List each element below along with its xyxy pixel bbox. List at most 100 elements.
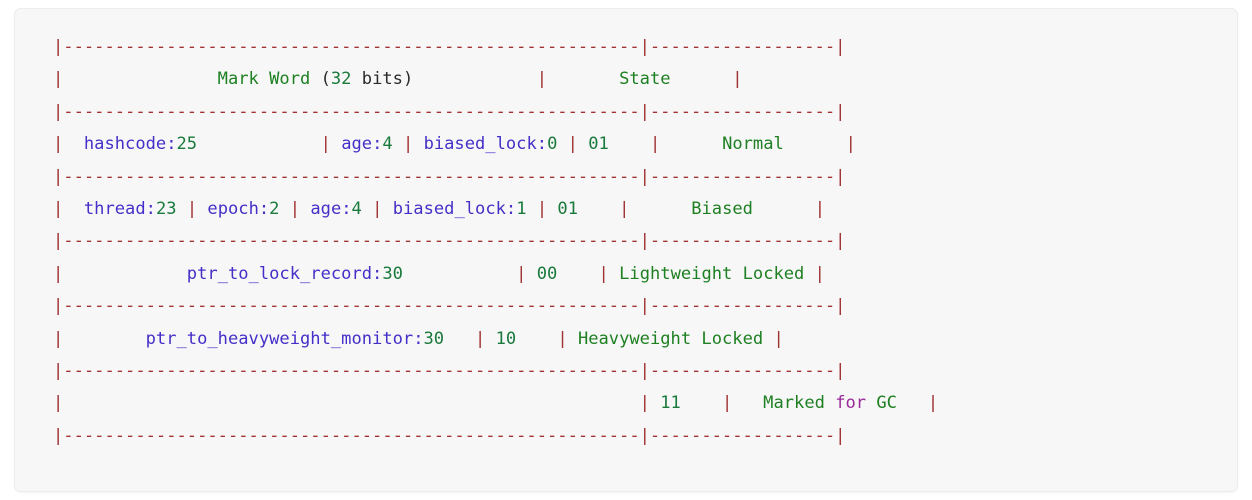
code-token-plain: [557, 264, 598, 284]
code-token-punct: |: [536, 69, 548, 90]
code-token-plain: [63, 69, 217, 89]
code-token-num: 10: [495, 328, 517, 349]
code-token-plain: [362, 199, 372, 219]
code-token-str: Mark Word: [217, 69, 311, 90]
code-token-plain: [382, 199, 392, 219]
code-token-punct: |---------------------------------------…: [53, 101, 846, 122]
code-token-plain: [526, 264, 536, 284]
code-token-punct: |---------------------------------------…: [53, 37, 846, 57]
code-block-content[interactable]: |---------------------------------------…: [15, 9, 1237, 474]
code-token-plain: [197, 134, 321, 154]
code-line-rule-3: |---------------------------------------…: [53, 225, 1237, 257]
code-token-num: 01: [588, 134, 609, 155]
code-token-punct: |: [53, 393, 64, 414]
code-token-plain: [557, 134, 567, 154]
code-token-punct: |---------------------------------------…: [53, 296, 846, 317]
code-token-ident: epoch:: [207, 198, 270, 219]
code-token-plain: [197, 199, 207, 219]
code-token-num: 32: [330, 69, 352, 90]
code-token-plain: [279, 199, 289, 219]
code-token-ident: age:: [310, 198, 352, 219]
code-token-punct: |: [53, 263, 64, 284]
code-token-plain: [650, 393, 660, 413]
code-token-punct: |: [402, 134, 414, 155]
code-token-punct: |: [53, 198, 64, 219]
code-token-plain: [63, 199, 84, 219]
code-token-str: Normal: [722, 134, 784, 155]
code-token-ident: biased_lock:: [392, 198, 517, 219]
code-line-row-heavyweight: | ptr_to_heavyweight_monitor:30 | 10 | H…: [53, 323, 1237, 355]
code-token-punct: |: [536, 198, 548, 219]
code-token-plain: [393, 134, 403, 154]
code-token-punct: |: [927, 393, 939, 414]
code-token-plain: [331, 134, 341, 154]
code-token-punct: |: [372, 198, 383, 219]
code-token-punct: |: [557, 328, 568, 349]
code-token-plain: bits): [351, 69, 414, 90]
code-token-punct: |: [53, 134, 64, 155]
code-token-punct: |---------------------------------------…: [53, 231, 846, 252]
code-token-plain: [444, 329, 475, 349]
code-token-num: 00: [536, 263, 558, 284]
code-token-punct: |: [773, 328, 784, 349]
code-token-plain: [547, 199, 557, 219]
code-token-punct: |: [289, 198, 301, 219]
code-token-plain: [753, 199, 815, 219]
code-token-num: 30: [382, 263, 403, 284]
code-token-str: Heavyweight Locked: [577, 328, 764, 349]
code-token-punct: |: [721, 393, 733, 414]
code-line-rule-top: |---------------------------------------…: [53, 31, 1237, 63]
code-token-num: 0: [547, 134, 558, 155]
code-token-punct: |: [814, 198, 826, 219]
code-token-num: 25: [176, 134, 198, 155]
code-token-punct: |: [639, 393, 650, 414]
code-line-rule-4: |---------------------------------------…: [53, 290, 1237, 322]
code-token-punct: |: [516, 263, 527, 284]
code-line-row-gc: | | 11 | Marked for GC |: [53, 387, 1237, 419]
code-token-plain: [413, 69, 537, 89]
code-block-scroll-area[interactable]: |---------------------------------------…: [15, 9, 1237, 491]
code-token-plain: [63, 329, 145, 349]
code-line-row-biased: | thread:23 | epoch:2 | age:4 | biased_l…: [53, 193, 1237, 225]
code-token-punct: |: [650, 134, 661, 155]
code-token-ident: thread:: [83, 198, 156, 219]
code-token-punct: |: [474, 328, 486, 349]
code-token-str: Biased: [691, 198, 753, 219]
code-token-plain: [866, 393, 876, 413]
code-token-ident: hashcode:: [83, 134, 177, 155]
code-token-plain: [63, 134, 84, 154]
code-token-plain: [784, 134, 846, 154]
code-token-punct: |: [567, 134, 578, 155]
code-token-plain: [547, 69, 619, 89]
code-token-plain: [527, 199, 537, 219]
code-token-plain: [485, 329, 495, 349]
code-line-rule-5: |---------------------------------------…: [53, 355, 1237, 387]
code-token-punct: |: [845, 134, 856, 155]
code-line-row-lightweight: | ptr_to_lock_record:30 | 00 | Lightweig…: [53, 258, 1237, 290]
code-line-rule-2: |---------------------------------------…: [53, 161, 1237, 193]
code-token-punct: |: [598, 263, 609, 284]
code-line-header: | Mark Word (32 bits) | State |: [53, 63, 1237, 95]
code-token-punct: |: [320, 134, 331, 155]
code-line-rule-bottom: |---------------------------------------…: [53, 420, 1237, 452]
code-token-ident: age:: [341, 134, 383, 155]
code-token-plain: [629, 199, 691, 219]
code-token-num: 01: [557, 198, 578, 219]
code-token-num: 4: [382, 134, 393, 155]
code-token-ident: biased_lock:: [423, 134, 548, 155]
code-token-plain: [609, 134, 650, 154]
code-token-punct: |---------------------------------------…: [53, 360, 846, 381]
code-token-num: 4: [351, 198, 362, 219]
code-token-punct: |: [53, 69, 64, 90]
code-token-ident: ptr_to_heavyweight_monitor:: [145, 328, 424, 349]
code-token-num: 1: [516, 198, 527, 219]
code-token-num: 2: [269, 198, 280, 219]
code-token-plain: [671, 69, 733, 89]
code-token-plain: [568, 329, 578, 349]
code-token-plain: [681, 393, 722, 413]
code-token-num: 30: [423, 328, 445, 349]
code-token-punct: |: [186, 198, 198, 219]
code-token-plain: [177, 199, 187, 219]
code-token-ident: ptr_to_lock_record:: [186, 263, 383, 284]
code-token-punct: |---------------------------------------…: [53, 425, 846, 446]
